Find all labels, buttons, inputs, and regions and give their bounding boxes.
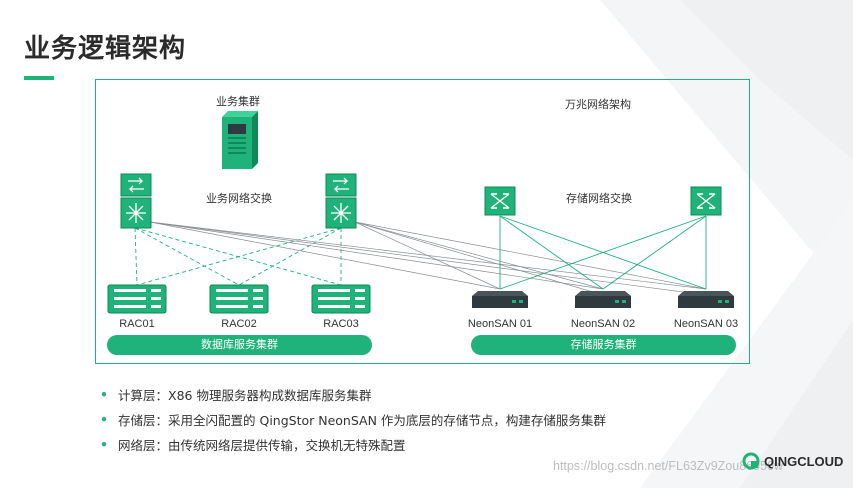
db-links [134, 227, 342, 286]
rac-server-icon [311, 284, 371, 314]
bullet-item: •存储层：采用全闪配置的 QingStor NeonSAN 作为底层的存储节点，… [100, 412, 606, 428]
biz-storage-links [149, 221, 707, 296]
title-underline [24, 76, 54, 80]
rac-node-label: RAC03 [323, 318, 359, 330]
storage-links [499, 215, 707, 290]
business-server-icon [222, 111, 258, 169]
bullet-item: •计算层：X86 物理服务器构成数据库服务集群 [100, 387, 372, 403]
neonsan-node-icon [678, 291, 734, 308]
storage-switch-label: 存储网络交换 [566, 192, 632, 205]
neonsan-node-icon [472, 291, 528, 308]
bullet-dot-icon: • [100, 387, 108, 402]
rac-node-label: RAC01 [119, 318, 155, 330]
storage-switch-right-icon [690, 186, 722, 216]
rac-node-label: RAC02 [221, 318, 257, 330]
rac-server-icon [107, 284, 167, 314]
storage-switch-left-icon [484, 186, 516, 216]
watermark-text: https://blog.csdn.net/FL63Zv9Zou86950w [553, 459, 784, 473]
bullet-dot-icon: • [100, 412, 108, 427]
logo-text: QINGCLOUD [764, 453, 844, 469]
rac-server-icon [209, 284, 269, 314]
bullet-dot-icon: • [100, 437, 108, 452]
db-cluster-pill: 数据库服务集群 [107, 335, 372, 355]
diagram-frame [95, 79, 750, 364]
qingcloud-logo: QINGCLOUD [742, 452, 843, 470]
bullet-list: •计算层：X86 物理服务器构成数据库服务集群 •存储层：采用全闪配置的 Qin… [100, 382, 606, 457]
neonsan-node-icon [575, 291, 631, 308]
qingcloud-logo-icon [742, 452, 760, 470]
biz-switch-right-icon [325, 173, 357, 229]
storage-cluster-pill: 存储服务集群 [471, 335, 736, 355]
neonsan-node-label: NeonSAN 01 [467, 318, 533, 330]
neonsan-node-label: NeonSAN 03 [673, 318, 739, 330]
network-arch-label: 万兆网络架构 [565, 98, 631, 111]
biz-switch-left-icon [120, 173, 152, 229]
business-cluster-label: 业务集群 [216, 95, 260, 108]
bullet-item: •网络层：由传统网络层提供传输，交换机无特殊配置 [100, 437, 406, 453]
page-title: 业务逻辑架构 [24, 34, 187, 64]
biz-switch-label: 业务网络交换 [206, 192, 272, 205]
neonsan-node-label: NeonSAN 02 [570, 318, 636, 330]
